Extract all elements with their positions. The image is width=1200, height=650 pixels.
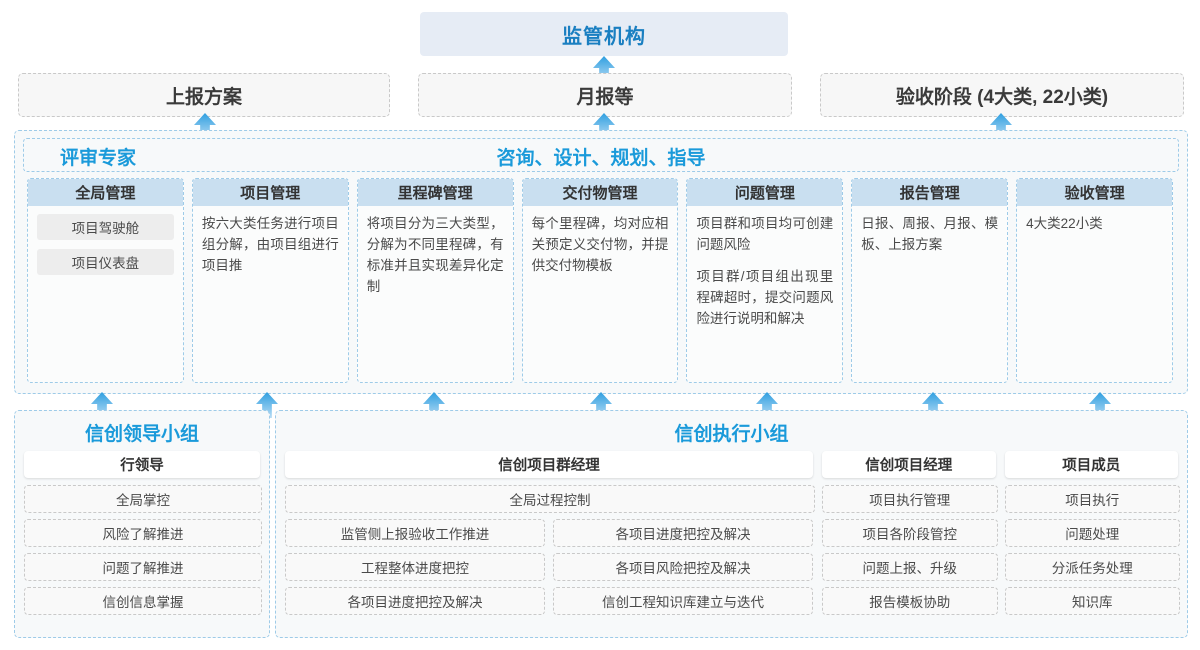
- task-item[interactable]: 各项目进度把控及解决: [285, 587, 545, 615]
- capability-column-deliverable[interactable]: 交付物管理 每个里程碑，均对应相关预定义交付物，并提供交付物模板: [521, 178, 679, 383]
- role-column-bank-leader: 行领导 全局掌控 风险了解推进 问题了解推进 信创信息掌握: [24, 451, 262, 615]
- column-title: 验收管理: [1017, 179, 1173, 206]
- column-paragraph: 将项目分为三大类型，分解为不同里程碑，有标准并且实现差异化定制: [366, 216, 504, 294]
- task-item[interactable]: 各项目进度把控及解决: [553, 519, 813, 547]
- task-item[interactable]: 信创信息掌握: [24, 587, 262, 615]
- capability-column-issue[interactable]: 问题管理 项目群和项目均可创建问题风险 项目群/项目组出现里程碑超时，提交问题风…: [686, 178, 844, 383]
- report-boxes-row: 上报方案 月报等 验收阶段 (4大类, 22小类): [0, 73, 1200, 117]
- task-item[interactable]: 工程整体进度把控: [285, 553, 545, 581]
- task-item[interactable]: 问题处理: [1004, 519, 1180, 547]
- group-execution: 信创执行小组 信创项目群经理 全局过程控制 监管侧上报验收工作推进 各项目进度把…: [275, 410, 1188, 638]
- role-title: 信创项目群经理: [285, 451, 813, 478]
- report-box-label: 月报等: [576, 86, 634, 108]
- task-item[interactable]: 问题上报、升级: [822, 553, 998, 581]
- column-body: 日报、周报、月报、模板、上报方案: [852, 206, 1007, 382]
- task-item[interactable]: 知识库: [1004, 587, 1180, 615]
- task-item[interactable]: 风险了解推进: [24, 519, 262, 547]
- column-title: 交付物管理: [522, 179, 678, 206]
- column-title: 报告管理: [852, 179, 1008, 206]
- column-body: 按六大类任务进行项目组分解，由项目组进行项目推: [193, 206, 348, 382]
- task-item[interactable]: 监管侧上报验收工作推进: [285, 519, 545, 547]
- task-item[interactable]: 全局过程控制: [285, 485, 815, 513]
- column-body: 每个里程碑，均对应相关预定义交付物，并提供交付物模板: [523, 206, 678, 382]
- role-column-project-manager: 信创项目经理 项目执行管理 项目各阶段管控 问题上报、升级 报告模板协助: [822, 451, 998, 621]
- report-box-monthly: 月报等: [418, 73, 792, 117]
- task-item[interactable]: 分派任务处理: [1004, 553, 1180, 581]
- report-box-acceptance: 验收阶段 (4大类, 22小类): [820, 73, 1184, 117]
- column-title: 全局管理: [28, 179, 183, 206]
- column-body: 项目群和项目均可创建问题风险 项目群/项目组出现里程碑超时，提交问题风险进行说明…: [687, 206, 842, 382]
- group-title: 信创执行小组: [674, 424, 789, 445]
- task-item[interactable]: 报告模板协助: [822, 587, 998, 615]
- column-title: 问题管理: [687, 179, 843, 206]
- task-item[interactable]: 项目执行: [1004, 485, 1180, 513]
- column-paragraph: 项目群/项目组出现里程碑超时，提交问题风险进行说明和解决: [696, 268, 834, 326]
- group-leadership: 信创领导小组 行领导 全局掌控 风险了解推进 问题了解推进 信创信息掌握: [14, 410, 270, 638]
- capability-pill[interactable]: 项目驾驶舱: [37, 214, 174, 240]
- column-body: 4大类22小类: [1017, 206, 1172, 382]
- column-paragraph: 项目群和项目均可创建问题风险: [696, 216, 834, 252]
- capability-column-project[interactable]: 项目管理 按六大类任务进行项目组分解，由项目组进行项目推: [191, 178, 349, 383]
- report-box-label: 上报方案: [165, 86, 242, 108]
- group-body: 信创项目群经理 全局过程控制 监管侧上报验收工作推进 各项目进度把控及解决 工程…: [276, 451, 1187, 630]
- role-title: 信创项目经理: [822, 451, 996, 478]
- regulator-label: 监管机构: [562, 25, 646, 48]
- role-title: 行领导: [24, 451, 260, 478]
- task-item[interactable]: 各项目风险把控及解决: [553, 553, 813, 581]
- capability-pill[interactable]: 项目仪表盘: [37, 249, 174, 275]
- regulator-box: 监管机构: [420, 12, 788, 56]
- role-column-program-manager: 信创项目群经理 全局过程控制 监管侧上报验收工作推进 各项目进度把控及解决 工程…: [285, 451, 815, 621]
- task-pair-row: 工程整体进度把控 各项目风险把控及解决: [285, 553, 813, 587]
- capability-column-acceptance[interactable]: 验收管理 4大类22小类: [1016, 178, 1174, 383]
- column-paragraph: 日报、周报、月报、模板、上报方案: [861, 216, 999, 252]
- column-body: 项目驾驶舱 项目仪表盘: [28, 206, 183, 382]
- group-title: 信创领导小组: [84, 424, 199, 445]
- header-label-services: 咨询、设计、规划、指导: [496, 148, 706, 169]
- capability-column-global[interactable]: 全局管理 项目驾驶舱 项目仪表盘: [27, 178, 184, 383]
- column-paragraph: 按六大类任务进行项目组分解，由项目组进行项目推: [201, 216, 339, 273]
- column-paragraph: 每个里程碑，均对应相关预定义交付物，并提供交付物模板: [531, 216, 669, 273]
- task-item[interactable]: 问题了解推进: [24, 553, 262, 581]
- report-box-plan: 上报方案: [18, 73, 390, 117]
- role-title: 项目成员: [1004, 451, 1178, 478]
- column-body: 将项目分为三大类型，分解为不同里程碑，有标准并且实现差异化定制: [358, 206, 513, 382]
- header-label-review-expert: 评审专家: [60, 148, 137, 169]
- task-item[interactable]: 项目执行管理: [822, 485, 998, 513]
- column-paragraph: 4大类22小类: [1026, 216, 1103, 231]
- task-pair-row: 监管侧上报验收工作推进 各项目进度把控及解决: [285, 519, 813, 553]
- capability-panel: 评审专家 咨询、设计、规划、指导 全局管理 项目驾驶舱 项目仪表盘 项目管理 按…: [14, 130, 1188, 394]
- task-item[interactable]: 全局掌控: [24, 485, 262, 513]
- report-box-label: 验收阶段 (4大类, 22小类): [895, 86, 1109, 108]
- capability-column-report[interactable]: 报告管理 日报、周报、月报、模板、上报方案: [851, 178, 1009, 383]
- group-body: 行领导 全局掌控 风险了解推进 问题了解推进 信创信息掌握: [15, 451, 269, 624]
- column-title: 项目管理: [192, 179, 348, 206]
- task-item[interactable]: 信创工程知识库建立与迭代: [553, 587, 813, 615]
- capability-panel-header: 评审专家 咨询、设计、规划、指导: [23, 138, 1179, 172]
- task-item[interactable]: 项目各阶段管控: [822, 519, 998, 547]
- capability-columns: 全局管理 项目驾驶舱 项目仪表盘 项目管理 按六大类任务进行项目组分解，由项目组…: [23, 178, 1177, 383]
- capability-column-milestone[interactable]: 里程碑管理 将项目分为三大类型，分解为不同里程碑，有标准并且实现差异化定制: [356, 178, 514, 383]
- task-pair-row: 各项目进度把控及解决 信创工程知识库建立与迭代: [285, 587, 813, 621]
- column-title: 里程碑管理: [357, 179, 513, 206]
- role-column-project-member: 项目成员 项目执行 问题处理 分派任务处理 知识库: [1004, 451, 1180, 621]
